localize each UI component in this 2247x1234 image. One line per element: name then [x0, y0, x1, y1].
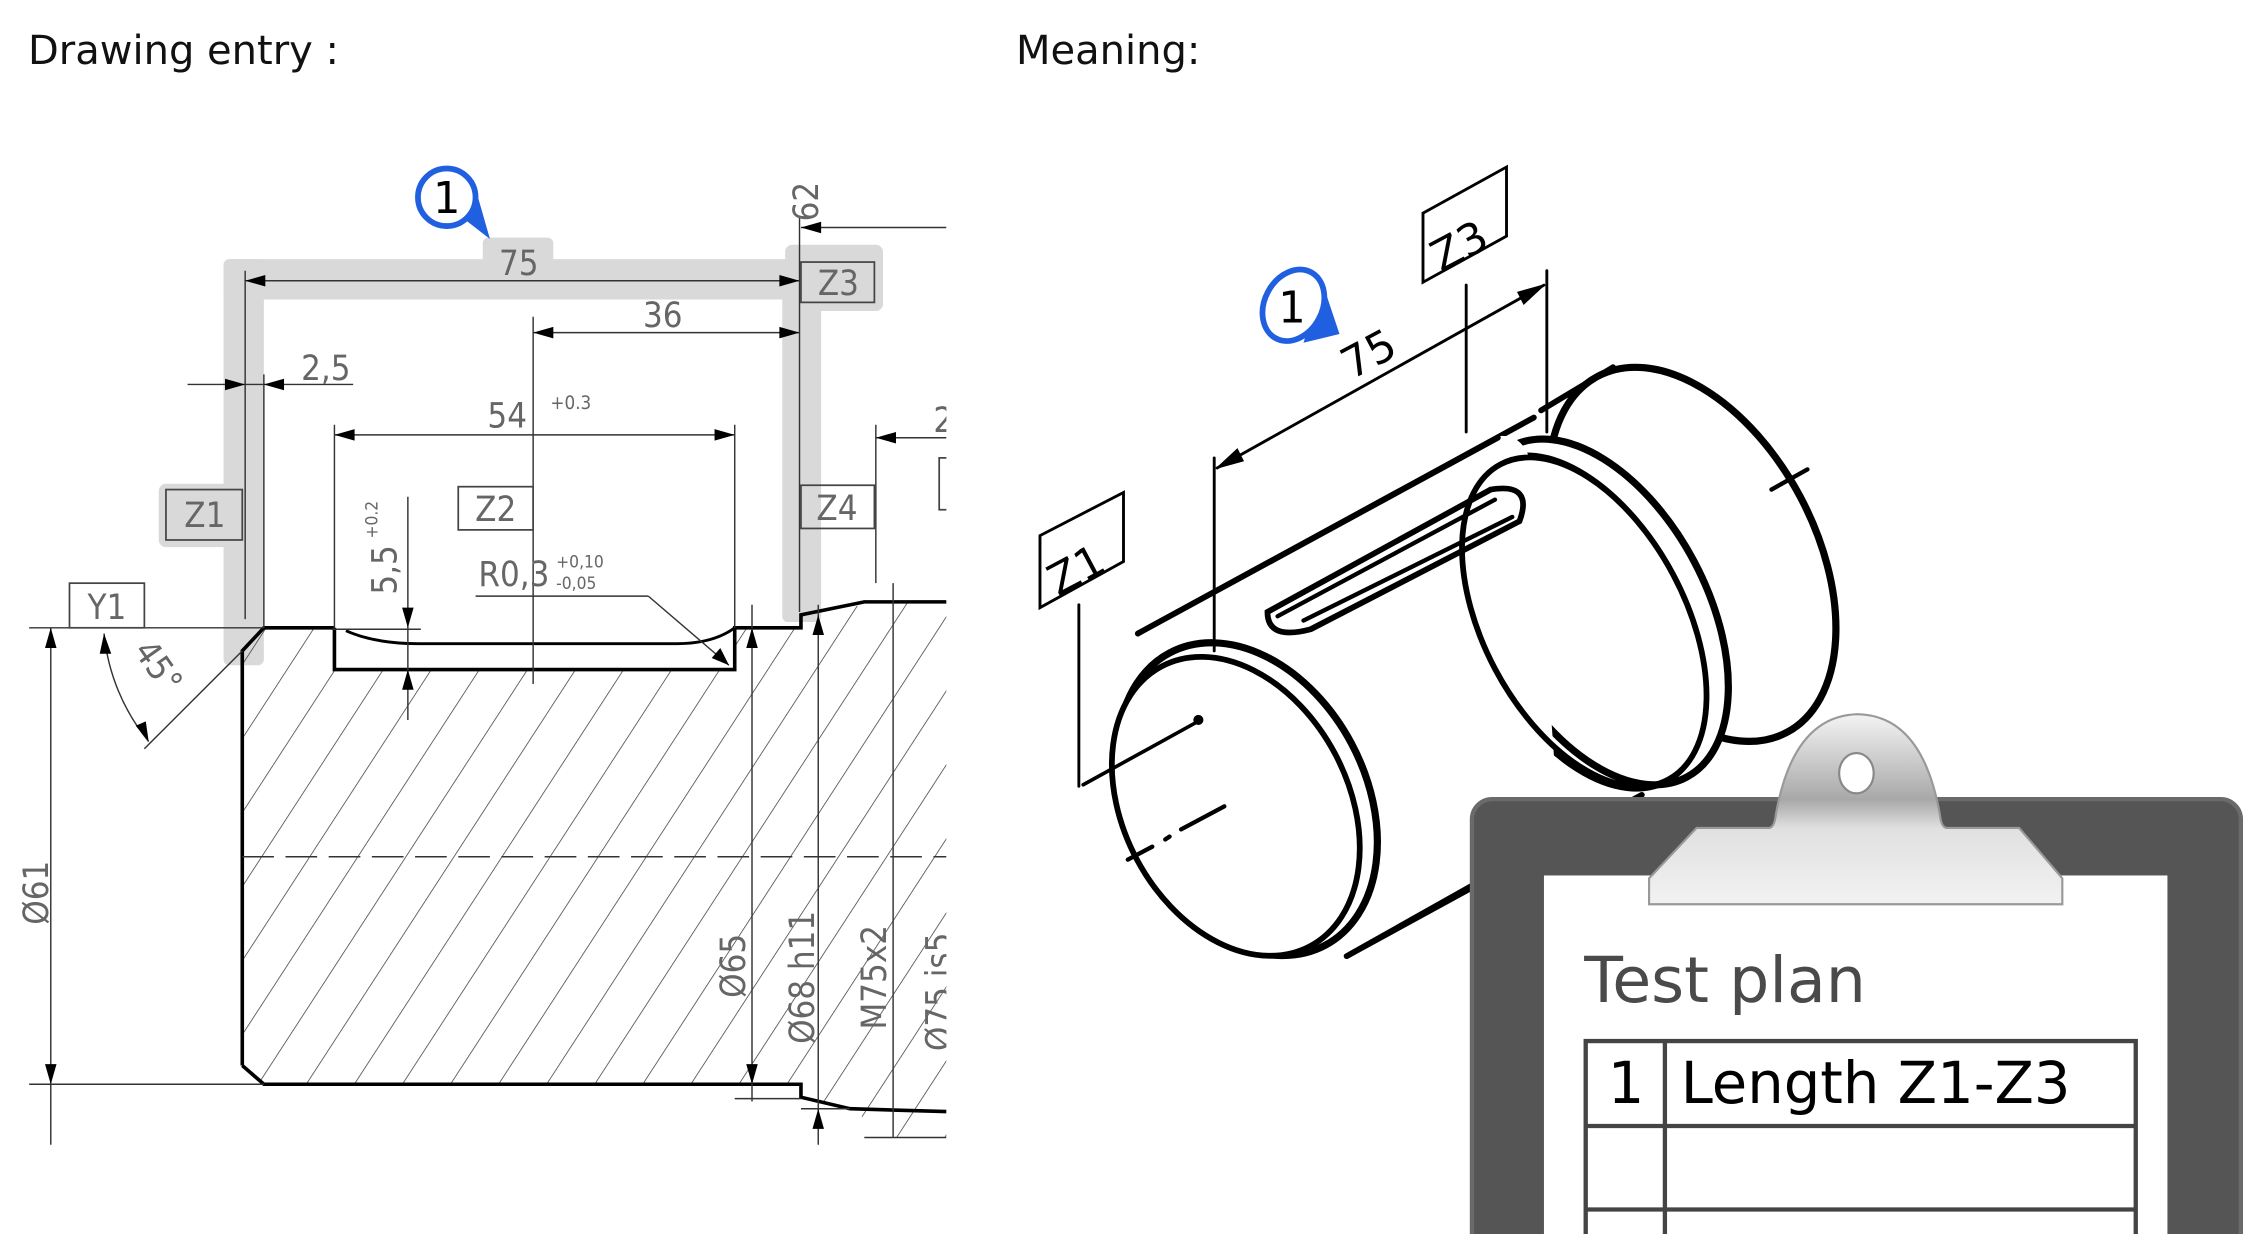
thread-m75x2: M75x2: [855, 925, 895, 1030]
iso-balloon-marker-1[interactable]: 1: [1250, 259, 1340, 352]
angle-45: 45°: [125, 633, 189, 701]
dia-61: Ø61: [17, 861, 57, 925]
datum-z3: Z3: [818, 264, 859, 304]
radius-tolerance-lower: -0,05: [556, 574, 596, 594]
technical-drawing: 75 36 2,5 54 +0.3 2 Z3 Z1 Z2 Z4 Y1 R0,3 …: [17, 159, 960, 1145]
datum-z1: Z1: [184, 496, 225, 536]
drawing-entry-heading: Drawing entry :: [28, 28, 339, 74]
dia-75-js5: Ø75 js5: [920, 933, 960, 1051]
dim-5-5-tolerance: +0.2: [363, 501, 383, 539]
dimension-arrows: [45, 221, 896, 1129]
datum-boxes: [68, 261, 947, 629]
dim-75: 75: [499, 244, 539, 284]
dim-36: 36: [643, 296, 683, 336]
dim-62: 62: [787, 182, 827, 222]
datum-z4: Z4: [816, 489, 857, 529]
clipboard-clip: [1647, 713, 2064, 906]
dim-54-tolerance: +0.3: [550, 393, 591, 414]
dia-65: Ø65: [714, 934, 754, 998]
clipboard: Test plan 1 Length Z1-Z3: [1469, 713, 2244, 1234]
dimension-highlight: [158, 237, 884, 666]
isometric-part: [1038, 164, 1840, 960]
iso-balloon-number: 1: [1278, 284, 1305, 334]
datum-y1: Y1: [87, 588, 127, 628]
test-plan-row-1-text: Length Z1-Z3: [1681, 1050, 2071, 1117]
iso-dim-75: 75: [1333, 320, 1405, 390]
datum-z2: Z2: [475, 490, 516, 530]
dia-68-h11: Ø68 h11: [783, 911, 823, 1044]
meaning-heading: Meaning:: [1016, 28, 1201, 74]
test-plan-row-1-number: 1: [1608, 1050, 1645, 1117]
dim-54: 54: [487, 397, 527, 437]
balloon-marker-1[interactable]: 1: [415, 159, 490, 240]
test-plan-title: Test plan: [1583, 943, 1866, 1017]
radius-label: R0,3: [478, 555, 549, 595]
radius-tolerance-upper: +0,10: [556, 552, 604, 572]
test-plan-table: [1583, 1038, 2138, 1234]
dim-5-5: 5,5: [365, 545, 405, 594]
dim-2: 2: [933, 401, 953, 441]
dim-2-5: 2,5: [301, 349, 350, 389]
section-hatching: [242, 601, 947, 1138]
balloon-number: 1: [433, 174, 460, 224]
